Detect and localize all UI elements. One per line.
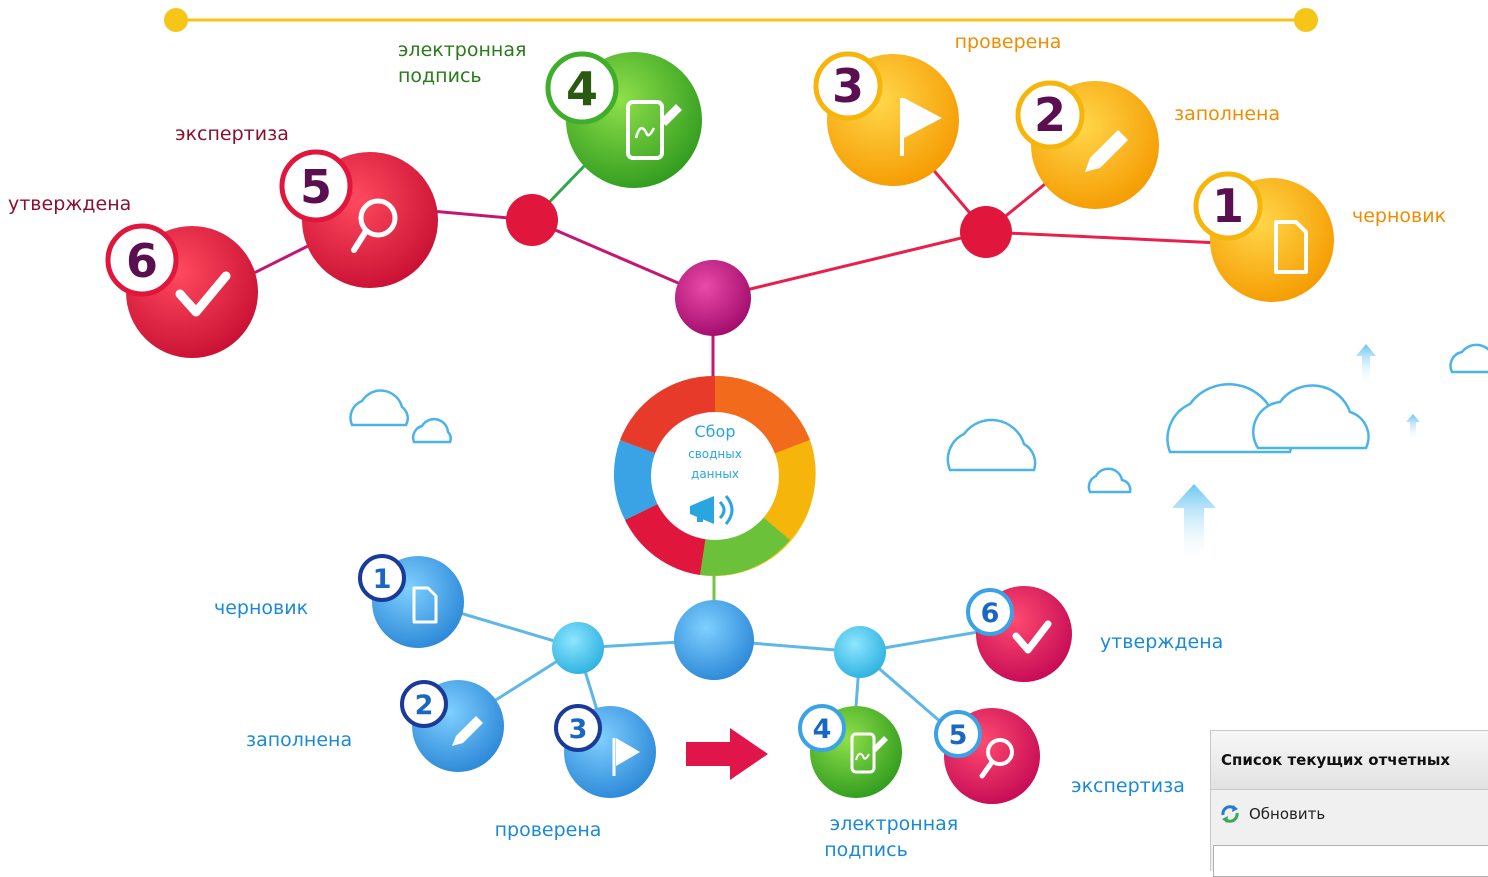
bottom-item-4-label-line1: электронная: [830, 813, 958, 835]
top-item-6: 6: [105, 223, 258, 358]
flag-icon: [900, 98, 942, 156]
top-item-3-number: 3: [832, 59, 864, 113]
cloud-icons: [349, 343, 1488, 494]
bottom-item-3-number: 3: [569, 714, 588, 745]
bottom-item-1: 1: [358, 554, 464, 648]
up-arrow-icons: [1172, 344, 1420, 560]
top-item-3: 3: [813, 51, 959, 186]
bottom-item-2-label: заполнена: [246, 729, 352, 751]
bottom-item-1-number: 1: [373, 564, 392, 595]
top-item-5-label: экспертиза: [175, 123, 289, 145]
magnifier-icon: [351, 198, 398, 253]
hub-title-line2: сводных: [688, 447, 742, 461]
top-item-4-number: 4: [566, 62, 598, 116]
top-item-2-label: заполнена: [1174, 103, 1280, 125]
cloud-icon: [1252, 384, 1370, 450]
cloud-icon: [349, 389, 409, 427]
pencil-icon: [1085, 130, 1128, 172]
pencil-icon: [452, 716, 483, 746]
bottom-item-3-label: проверена: [495, 819, 602, 841]
refresh-icon: [1221, 805, 1239, 823]
tablet-signature-icon: [626, 100, 682, 160]
report-list-panel: Список текущих отчетных Обновить: [1210, 730, 1488, 877]
cloud-icon: [946, 418, 1037, 472]
top-item-1-label: черновик: [1352, 205, 1446, 227]
bottom-right-joint: [834, 626, 886, 678]
up-arrow-icon: [1406, 414, 1420, 440]
top-root-node: [675, 260, 751, 336]
bottom-item-6-label: утверждена: [1100, 631, 1223, 653]
bottom-item-4-number: 4: [813, 714, 832, 745]
bottom-item-5-label: экспертиза: [1071, 775, 1185, 797]
refresh-button[interactable]: Обновить: [1219, 803, 1325, 825]
hub-title-line1: Сбор: [695, 422, 736, 441]
top-item-6-number: 6: [126, 234, 158, 288]
top-right-joint: [960, 206, 1012, 258]
tablet-signature-icon: [850, 732, 888, 774]
central-hub: Сбор сводных данных: [613, 375, 816, 576]
bottom-item-5: 5: [934, 708, 1040, 804]
cloud-icon: [1087, 467, 1132, 494]
bottom-item-6: 6: [966, 586, 1072, 682]
bottom-item-5-number: 5: [949, 720, 968, 751]
top-item-4: 4: [545, 51, 702, 188]
top-item-4-label-line1: электронная: [398, 39, 526, 61]
magnifier-icon: [979, 738, 1014, 779]
document-icon: [1274, 220, 1308, 274]
top-item-5-number: 5: [300, 160, 332, 214]
top-left-joint: [506, 194, 558, 246]
top-item-2: 2: [1015, 80, 1159, 209]
bottom-item-1-label: черновик: [214, 597, 308, 619]
up-arrow-icon: [1172, 484, 1216, 560]
top-item-1-number: 1: [1212, 179, 1244, 233]
bottom-root-node: [674, 600, 754, 680]
top-item-6-label: утверждена: [8, 193, 131, 215]
refresh-button-label: Обновить: [1249, 805, 1326, 823]
bottom-item-4-label-line2: подпись: [824, 839, 908, 861]
flag-icon: [612, 738, 640, 776]
top-item-5: 5: [279, 149, 438, 288]
checkmark-icon: [175, 271, 231, 317]
panel-title: Список текущих отчетных: [1211, 731, 1488, 790]
bottom-item-2: 2: [400, 680, 504, 772]
right-arrow-icon: [686, 728, 768, 780]
hub-title-line3: данных: [691, 467, 739, 481]
bottom-item-4: 4: [798, 704, 902, 798]
report-list[interactable]: [1213, 845, 1488, 877]
bottom-item-6-number: 6: [981, 598, 1000, 629]
megaphone-icon: [690, 495, 734, 525]
top-item-3-label: проверена: [955, 31, 1062, 53]
bottom-item-3: 3: [554, 704, 656, 798]
up-arrow-icon: [1356, 344, 1376, 384]
top-item-1: 1: [1193, 171, 1334, 302]
top-timeline: [164, 8, 1318, 32]
cloud-icon: [411, 417, 452, 444]
checkmark-icon: [1012, 620, 1052, 654]
cloud-icon: [1449, 343, 1488, 374]
top-item-4-label-line2: подпись: [398, 65, 482, 87]
top-item-2-number: 2: [1034, 88, 1066, 142]
document-icon: [412, 586, 438, 624]
bottom-left-joint: [552, 622, 604, 674]
bottom-item-2-number: 2: [415, 690, 434, 721]
